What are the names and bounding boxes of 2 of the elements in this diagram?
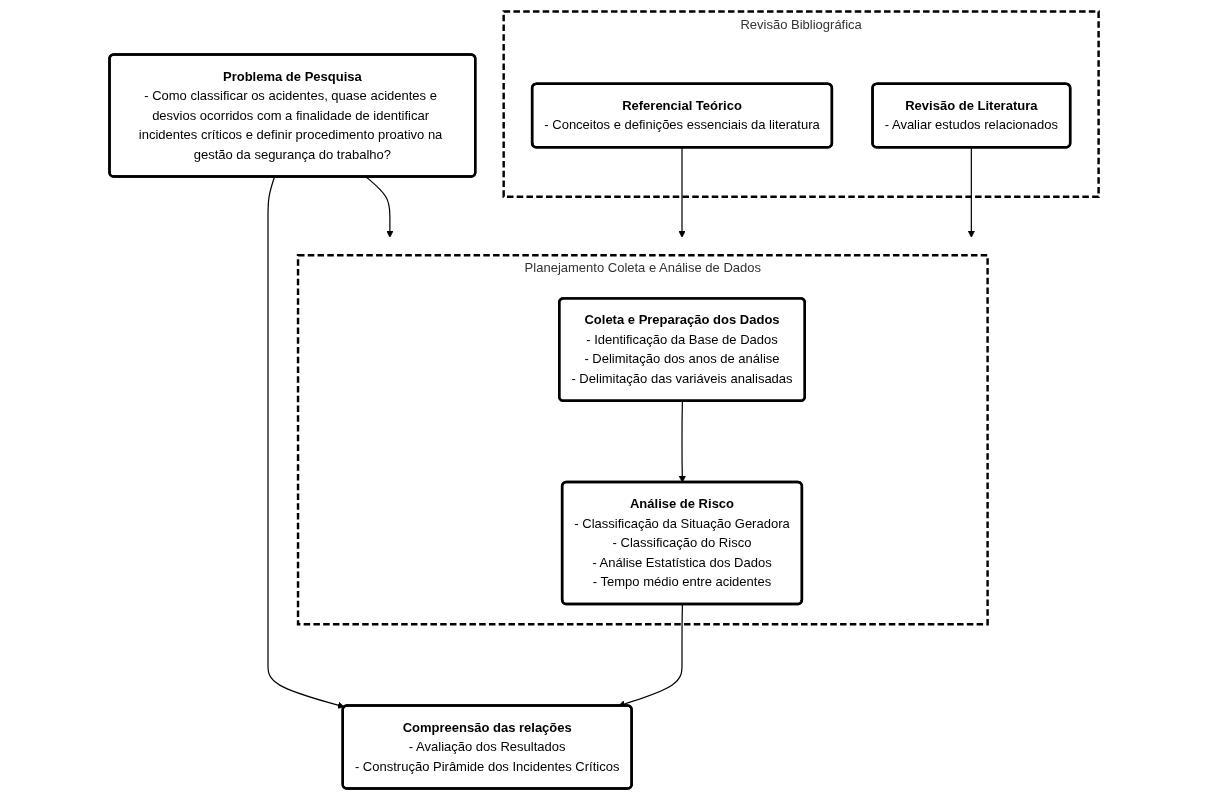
arrow (967, 146, 975, 238)
arrow (678, 146, 686, 238)
